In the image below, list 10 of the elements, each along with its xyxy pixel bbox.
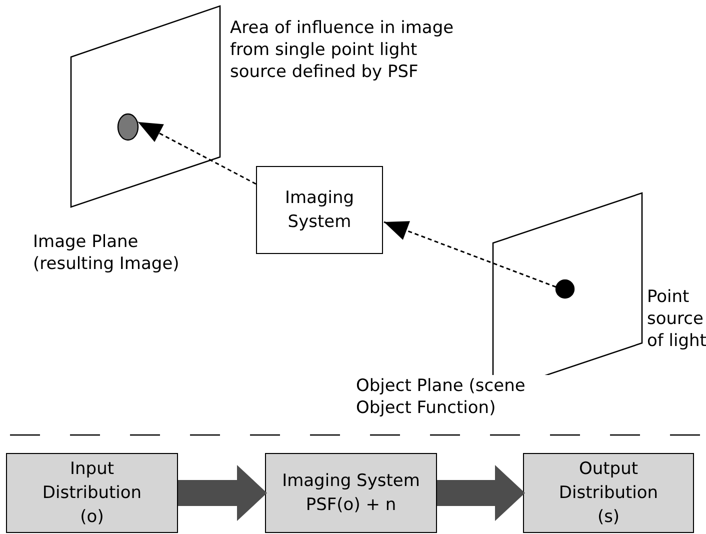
process-box: Imaging System PSF(o) + n — [265, 453, 437, 533]
arrow — [384, 221, 556, 288]
annotation-text: Point source of light — [647, 286, 706, 352]
block-arrow — [178, 465, 267, 521]
process-box: Input Distribution (o) — [6, 453, 178, 533]
process-box: Imaging System — [256, 166, 383, 254]
annotation-text: Area of influence in image from single point light source defined by PSF — [230, 17, 455, 83]
process-box: Output Distribution (s) — [523, 453, 694, 533]
arrow — [138, 121, 256, 185]
block-arrow — [437, 465, 525, 521]
